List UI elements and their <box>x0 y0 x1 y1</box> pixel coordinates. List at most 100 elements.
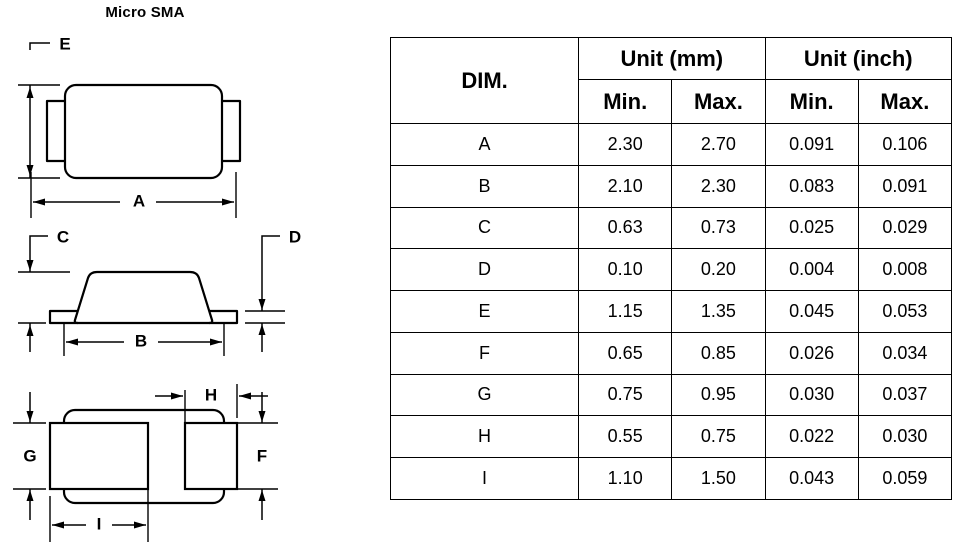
cell-inch-max: 0.008 <box>857 248 953 292</box>
cell-dim: D <box>389 248 580 292</box>
cell-mm-min: 0.10 <box>578 248 673 292</box>
dimension-label-d: D <box>289 228 301 246</box>
cell-inch-min: 0.026 <box>764 331 859 375</box>
cell-dim: E <box>389 290 580 333</box>
b-arrow-left <box>66 338 78 346</box>
side-left-lead-arrow <box>26 325 34 336</box>
dimension-table: DIM. Unit (mm) Unit (inch) Min. Max. Min… <box>389 37 953 500</box>
cell-mm-min: 0.65 <box>578 331 673 375</box>
cell-inch-max: 0.030 <box>857 415 953 459</box>
e-arrow-bottom <box>26 165 34 176</box>
cell-inch-max: 0.053 <box>857 290 953 333</box>
h-arrow-right <box>239 392 251 400</box>
cell-mm-min: 0.63 <box>578 206 673 250</box>
f-arrow-top <box>258 411 266 422</box>
cell-mm-max: 0.95 <box>671 373 766 417</box>
cell-mm-max: 1.35 <box>671 290 766 333</box>
cell-inch-max: 0.059 <box>857 457 953 500</box>
cell-inch-min: 0.004 <box>764 248 859 292</box>
cell-dim: B <box>389 164 580 208</box>
side-view-body <box>73 270 214 325</box>
cell-inch-max: 0.106 <box>857 123 953 166</box>
cell-mm-min: 0.75 <box>578 373 673 417</box>
bottom-view-pad-right <box>183 421 239 491</box>
a-arrow-left <box>33 198 45 206</box>
cell-dim: H <box>389 415 580 459</box>
i-arrow-right <box>134 521 146 529</box>
page-title: Micro SMA <box>105 4 185 21</box>
c-arrow <box>26 260 34 271</box>
cell-inch-min: 0.030 <box>764 373 859 417</box>
dimension-label-h: H <box>205 385 217 404</box>
header-inch-min: Min. <box>764 79 859 124</box>
dimension-label-b: B <box>135 331 147 350</box>
table-header: DIM. Unit (mm) Unit (inch) Min. Max. Min… <box>389 37 953 124</box>
cell-inch-min: 0.025 <box>764 206 859 250</box>
package-drawings-panel: Micro SMA E A <box>0 0 380 552</box>
cell-inch-min: 0.043 <box>764 457 859 500</box>
g-arrow-top <box>26 411 34 422</box>
table-header-row-subheaders: Min. Max. Min. Max. <box>391 79 953 124</box>
cell-dim: G <box>389 373 580 417</box>
cell-inch-min: 0.045 <box>764 290 859 333</box>
dimension-label-c: C <box>57 228 69 246</box>
dimension-label-g: G <box>23 446 36 465</box>
cell-mm-min: 2.30 <box>578 123 673 166</box>
g-arrow-bottom <box>26 490 34 501</box>
cell-inch-max: 0.034 <box>857 331 953 375</box>
c-leader-line <box>29 235 48 242</box>
header-dim: DIM. <box>389 37 580 124</box>
side-view-drawing: C D B <box>18 228 301 356</box>
header-mm-max: Max. <box>671 79 766 124</box>
cell-mm-max: 2.70 <box>671 123 766 166</box>
top-view-drawing: E A <box>18 34 242 218</box>
f-arrow-bottom <box>258 490 266 501</box>
a-arrow-right <box>222 198 234 206</box>
cell-dim: C <box>389 206 580 250</box>
dimension-label-a: A <box>133 191 145 210</box>
cell-inch-min: 0.022 <box>764 415 859 459</box>
header-mm-min: Min. <box>578 79 673 124</box>
cell-mm-max: 2.30 <box>671 164 766 208</box>
e-arrow-top <box>26 87 34 98</box>
cell-inch-max: 0.037 <box>857 373 953 417</box>
cell-inch-max: 0.091 <box>857 164 953 208</box>
header-inch-max: Max. <box>857 79 953 124</box>
cell-mm-min: 0.55 <box>578 415 673 459</box>
cell-dim: I <box>389 457 580 500</box>
top-view-body <box>63 83 224 180</box>
cell-dim: A <box>389 123 580 166</box>
bottom-view-drawing: G F H I <box>13 384 278 542</box>
d-arrow-bottom <box>258 324 266 335</box>
dimension-label-e: E <box>59 34 70 53</box>
header-unit-mm: Unit (mm) <box>578 37 766 80</box>
bottom-view-pad-left <box>48 421 150 491</box>
b-arrow-right <box>210 338 222 346</box>
cell-mm-min: 2.10 <box>578 164 673 208</box>
cell-mm-max: 0.20 <box>671 248 766 292</box>
header-unit-inch: Unit (inch) <box>764 37 953 80</box>
cell-mm-max: 0.85 <box>671 331 766 375</box>
side-view-right-lead <box>209 309 239 325</box>
dimension-label-f: F <box>257 446 267 465</box>
cell-mm-max: 0.75 <box>671 415 766 459</box>
dimension-label-i: I <box>97 514 102 533</box>
h-arrow-left <box>171 392 183 400</box>
top-view-right-terminal <box>222 99 242 163</box>
cell-inch-max: 0.029 <box>857 206 953 250</box>
cell-dim: F <box>389 331 580 375</box>
d-leader-line <box>261 235 280 242</box>
cell-inch-min: 0.083 <box>764 164 859 208</box>
cell-inch-min: 0.091 <box>764 123 859 166</box>
cell-mm-min: 1.10 <box>578 457 673 500</box>
